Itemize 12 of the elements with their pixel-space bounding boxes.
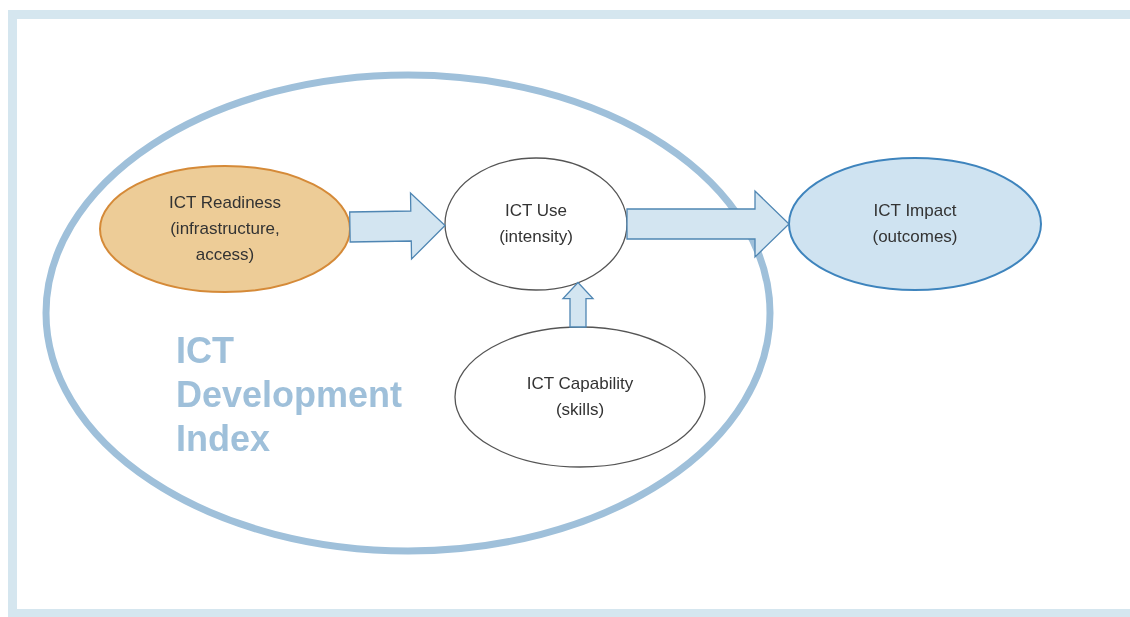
group-title: ICT Development Index bbox=[176, 329, 404, 461]
process-ellipse bbox=[445, 158, 627, 290]
readiness-ellipse bbox=[100, 166, 350, 292]
node-label: ICT Use (intensity) bbox=[498, 200, 574, 248]
arrow bbox=[561, 281, 595, 328]
node-label: ICT Impact (outcomes) bbox=[871, 200, 959, 248]
node-label: ICT Readiness (infrastructure, access) bbox=[167, 192, 283, 266]
outcome-ellipse bbox=[789, 158, 1041, 290]
arrow bbox=[626, 189, 790, 259]
node-label: ICT Capability (skills) bbox=[525, 373, 635, 421]
process-ellipse bbox=[455, 327, 705, 467]
arrow bbox=[349, 191, 446, 261]
